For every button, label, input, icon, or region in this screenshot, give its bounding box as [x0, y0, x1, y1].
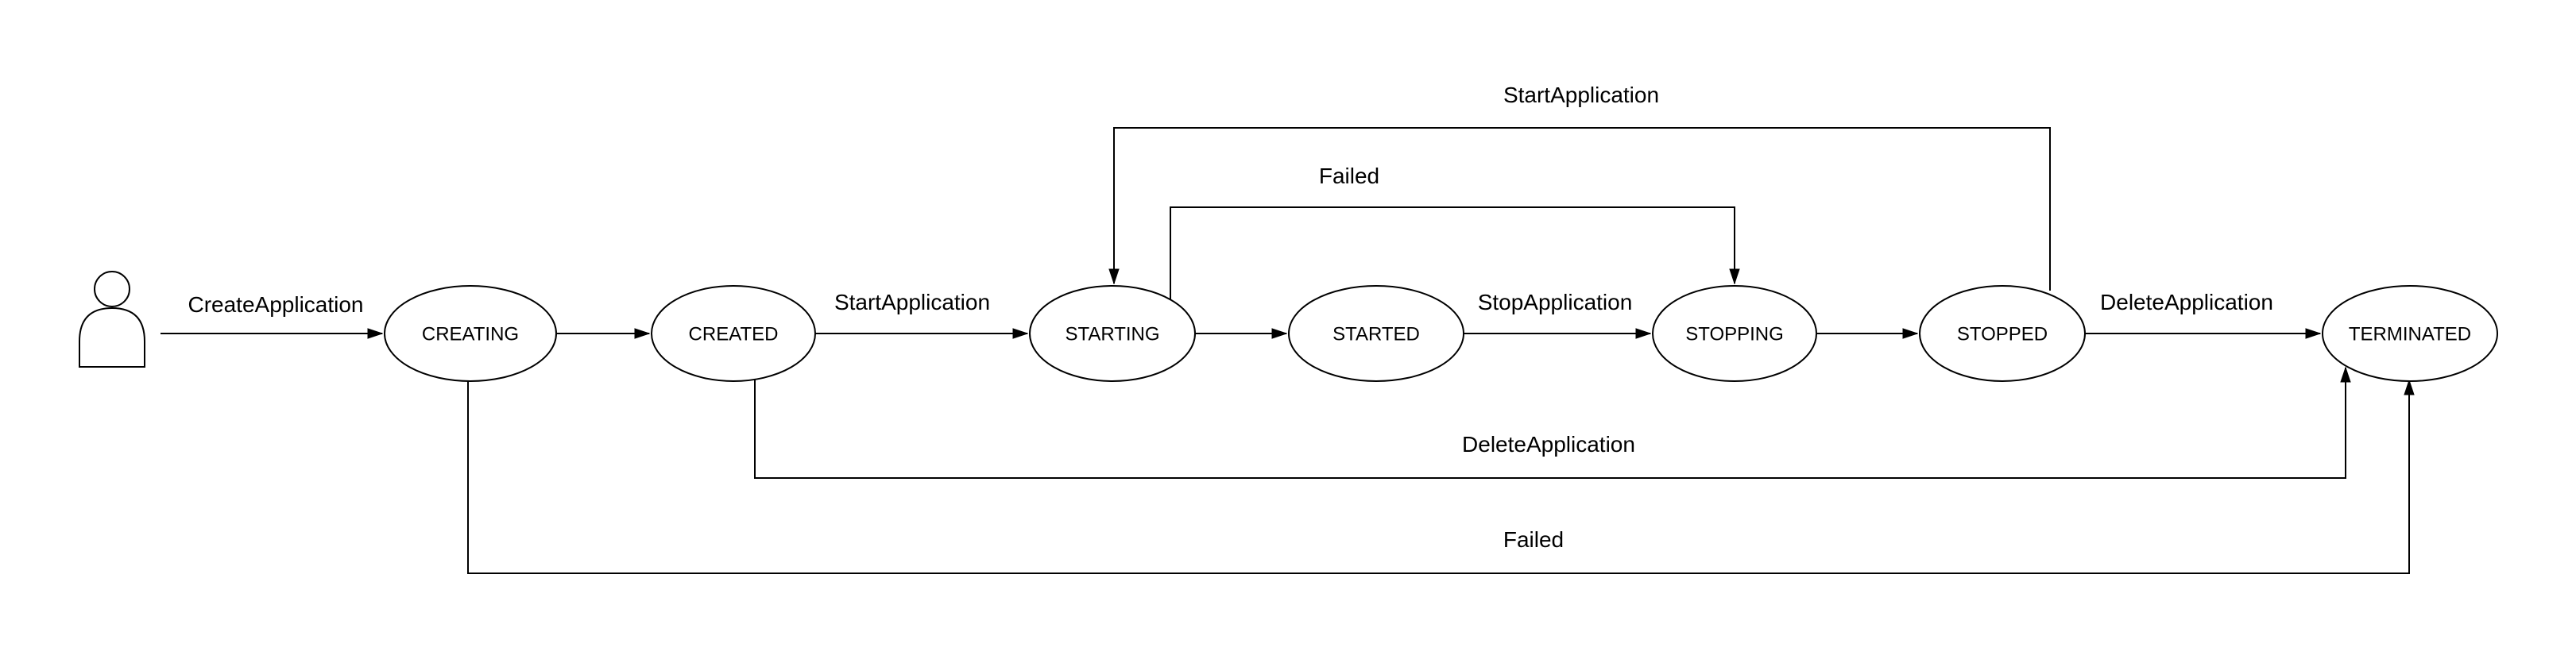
state-node-stopped [1919, 285, 2086, 382]
edge-label-delete-application: DeleteApplication [2100, 290, 2273, 314]
state-node-stopping [1652, 285, 1817, 382]
state-node-starting [1029, 285, 1196, 382]
edge-label-start-application: StartApplication [834, 290, 990, 314]
state-label-created: CREATED [689, 324, 779, 345]
edge-label-delete-from-created: DeleteApplication [1462, 432, 1635, 457]
actor-head [94, 271, 130, 307]
state-label-creating: CREATING [422, 324, 519, 345]
edges-layer [161, 127, 2409, 574]
edge-delete-from-created [754, 368, 2346, 479]
state-label-stopped: STOPPED [1957, 324, 2048, 345]
edge-failed-starting-to-stopping [1170, 206, 1735, 299]
edge-label-failed-creating-to-terminated: Failed [1503, 527, 1564, 552]
state-node-terminated [2322, 285, 2498, 382]
state-node-started [1288, 285, 1464, 382]
user-actor-icon [79, 271, 145, 368]
edge-label-failed-starting-to-stopping: Failed [1319, 164, 1379, 188]
actor-layer [79, 271, 145, 368]
edge-failed-creating-to-terminated [467, 380, 2409, 574]
state-node-created [651, 285, 816, 382]
nodes-layer: CREATING CREATED STARTING STARTED STOPPING ST… [384, 285, 2498, 382]
state-node-creating [384, 285, 557, 382]
edge-restart-from-stopped [1114, 127, 2051, 291]
edge-label-create-application: CreateApplication [188, 292, 363, 317]
edge-label-stop-application: StopApplication [1478, 290, 1633, 314]
state-label-stopping: STOPPING [1685, 324, 1784, 345]
state-label-terminated: TERMINATED [2349, 324, 2471, 345]
state-label-started: STARTED [1332, 324, 1420, 345]
actor-body [79, 307, 145, 368]
state-label-starting: STARTING [1065, 324, 1159, 345]
edge-label-restart-from-stopped: StartApplication [1503, 83, 1659, 107]
